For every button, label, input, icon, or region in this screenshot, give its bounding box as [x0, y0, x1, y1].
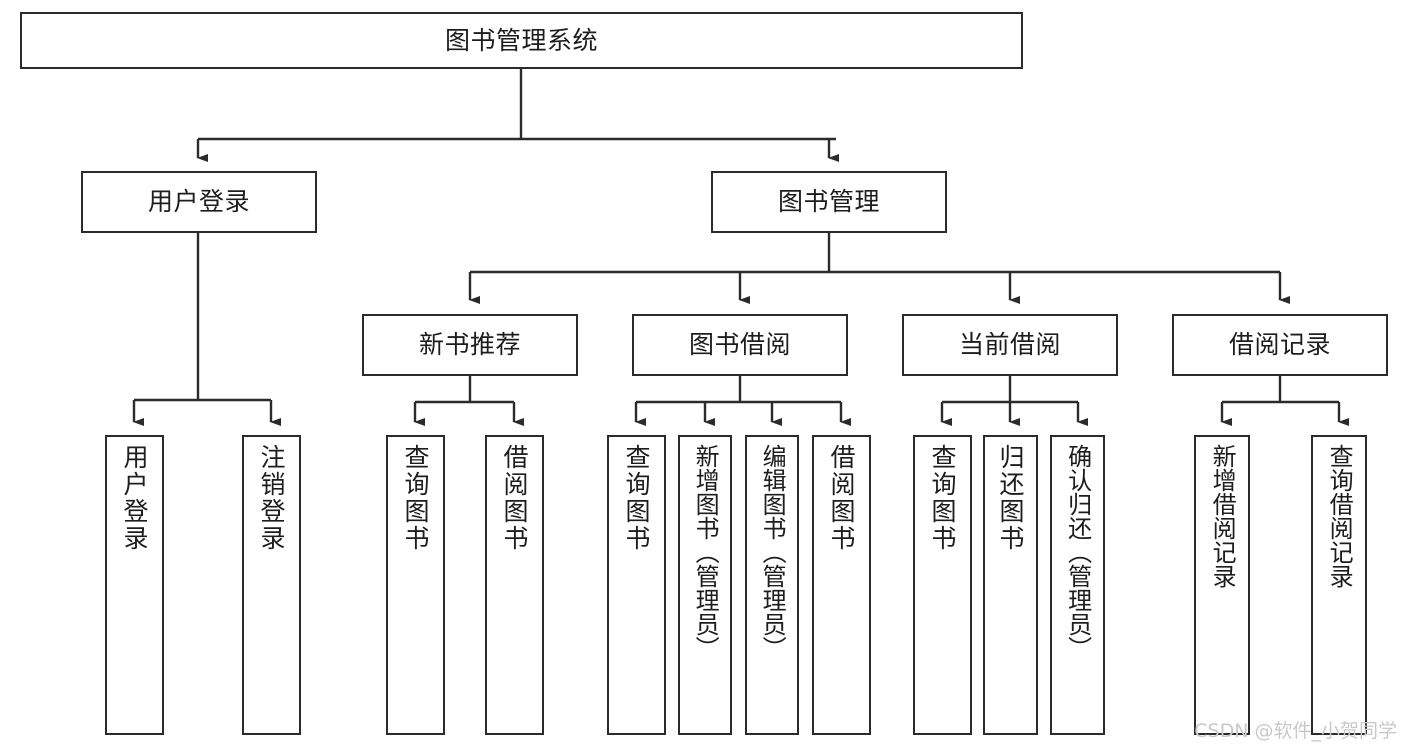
- node-book-borrow[interactable]: 图书借阅: [632, 314, 848, 376]
- node-new-book-rec[interactable]: 新书推荐: [362, 314, 578, 376]
- node-leaf-edit-book[interactable]: 编辑图书（管理员）: [745, 435, 799, 735]
- node-leaf-query-record-label: 查询借阅记录: [1325, 444, 1354, 588]
- node-leaf-user-login[interactable]: 用户登录: [105, 435, 164, 735]
- node-leaf-user-logout-label: 注销登录: [257, 444, 286, 552]
- node-book-borrow-label: 图书借阅: [688, 330, 791, 360]
- node-leaf-query-book-3-label: 查询图书: [928, 444, 957, 552]
- node-root[interactable]: 图书管理系统: [20, 12, 1023, 69]
- node-borrow-record[interactable]: 借阅记录: [1172, 314, 1388, 376]
- node-leaf-borrow-book-2-label: 借阅图书: [827, 444, 856, 552]
- node-leaf-add-record-label: 新增借阅记录: [1208, 444, 1237, 588]
- node-root-label: 图书管理系统: [444, 25, 598, 55]
- node-book-manage-label: 图书管理: [777, 187, 880, 217]
- node-leaf-return-book[interactable]: 归还图书: [983, 435, 1038, 735]
- node-user-login[interactable]: 用户登录: [81, 171, 317, 233]
- node-new-book-rec-label: 新书推荐: [418, 330, 521, 360]
- node-leaf-add-book-label: 新增图书（管理员）: [691, 444, 720, 660]
- node-leaf-query-book-1-label: 查询图书: [401, 444, 430, 552]
- node-leaf-query-book-2-label: 查询图书: [622, 444, 651, 552]
- node-leaf-edit-book-label: 编辑图书（管理员）: [758, 444, 787, 660]
- node-leaf-user-logout[interactable]: 注销登录: [242, 435, 301, 735]
- csdn-watermark: CSDN @软件_小贺同学: [1194, 720, 1397, 742]
- node-book-manage[interactable]: 图书管理: [711, 171, 947, 233]
- node-leaf-borrow-book-1[interactable]: 借阅图书: [485, 435, 544, 735]
- node-borrow-record-label: 借阅记录: [1228, 330, 1331, 360]
- node-leaf-confirm-return-label: 确认归还（管理员）: [1063, 444, 1092, 660]
- node-leaf-add-book[interactable]: 新增图书（管理员）: [678, 435, 732, 735]
- node-current-borrow[interactable]: 当前借阅: [902, 314, 1118, 376]
- node-leaf-confirm-return[interactable]: 确认归还（管理员）: [1050, 435, 1105, 735]
- node-current-borrow-label: 当前借阅: [958, 330, 1061, 360]
- node-leaf-query-book-2[interactable]: 查询图书: [607, 435, 666, 735]
- node-leaf-user-login-label: 用户登录: [120, 444, 149, 552]
- node-leaf-borrow-book-1-label: 借阅图书: [500, 444, 529, 552]
- node-user-login-label: 用户登录: [147, 187, 250, 217]
- node-leaf-query-book-3[interactable]: 查询图书: [913, 435, 972, 735]
- node-leaf-query-record[interactable]: 查询借阅记录: [1311, 435, 1367, 735]
- node-leaf-query-book-1[interactable]: 查询图书: [386, 435, 445, 735]
- node-leaf-borrow-book-2[interactable]: 借阅图书: [812, 435, 871, 735]
- node-leaf-add-record[interactable]: 新增借阅记录: [1194, 435, 1250, 735]
- node-leaf-return-book-label: 归还图书: [996, 444, 1025, 552]
